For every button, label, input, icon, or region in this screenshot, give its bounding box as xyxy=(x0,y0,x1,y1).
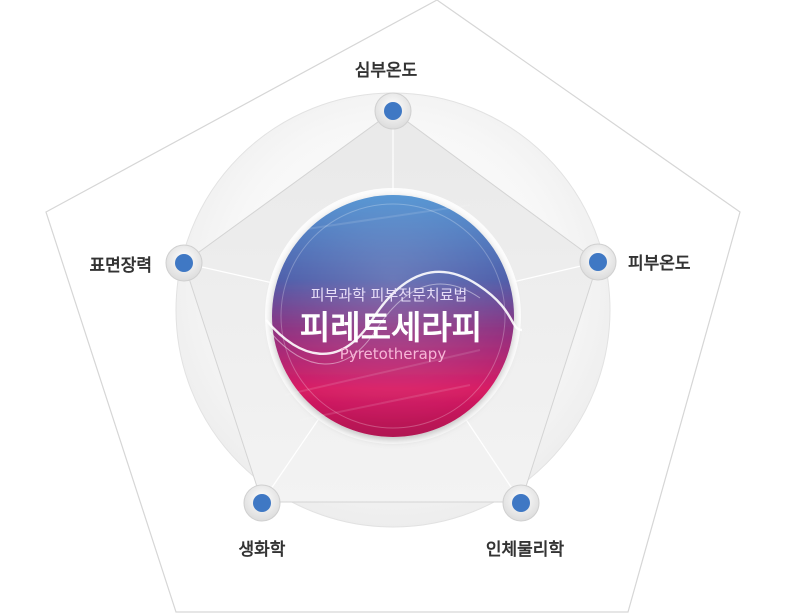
node-bottom-right[interactable]: 인체물리학 xyxy=(486,484,565,560)
node-dot xyxy=(253,494,271,512)
node-dot xyxy=(512,494,530,512)
node-dot xyxy=(384,102,402,120)
node-top[interactable]: 심부온도 xyxy=(355,61,418,130)
node-label-biochemistry: 생화학 xyxy=(239,540,286,560)
center-title: 피레토세라피 xyxy=(300,308,482,347)
node-label-skin-temperature: 피부온도 xyxy=(628,254,691,274)
node-right[interactable]: 피부온도 xyxy=(579,243,691,281)
node-left[interactable]: 표면장력 xyxy=(89,244,203,282)
node-label-biophysics: 인체물리학 xyxy=(486,540,565,560)
wave-swoosh xyxy=(265,270,523,356)
center-english-title: Pyretotherapy xyxy=(340,345,447,363)
center-emblem: 피부과학 피부전문치료법 피레토세라피 Pyretotherapy xyxy=(265,188,523,444)
node-label-core-temperature: 심부온도 xyxy=(355,61,418,81)
node-bottom-left[interactable]: 생화학 xyxy=(239,484,286,560)
center-subtitle: 피부과학 피부전문치료법 xyxy=(311,286,468,304)
node-label-surface-tension: 표면장력 xyxy=(89,256,152,276)
node-dot xyxy=(589,253,607,271)
node-dot xyxy=(175,254,193,272)
